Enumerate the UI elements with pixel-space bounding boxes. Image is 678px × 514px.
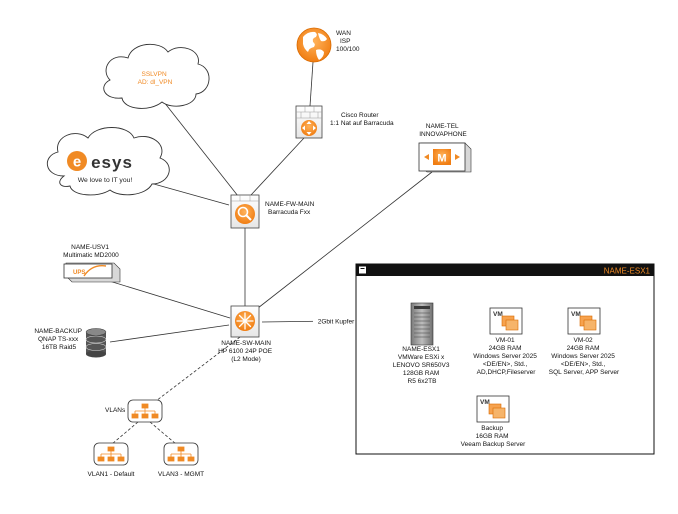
vlans-label: VLANs — [105, 407, 126, 414]
vm-badge: VM — [571, 311, 581, 318]
link-label-bg — [313, 316, 359, 326]
link-usv-switch — [105, 279, 231, 319]
sslvpn-label: SSLVPN AD: dl_VPN — [138, 71, 173, 86]
vm-01-label: VM-01 24GB RAM Windows Server 2025 <DE/E… — [473, 337, 538, 376]
ups-icon: UPS — [63, 262, 121, 283]
link-label: 2Gbit Kupfer — [318, 319, 355, 326]
esys-tagline: We love to IT you! — [78, 177, 133, 184]
router-label: Cisco Router 1:1 Nat auf Barracuda — [330, 112, 394, 127]
vm-icon: VM — [567, 307, 601, 335]
backup-label: NAME-BACKUP QNAP TS-xxx 16TB Raid5 — [34, 328, 83, 351]
firewall-label: NAME-FW-MAIN Barracuda Fxx — [265, 201, 316, 216]
link-vlans-vlan1 — [111, 421, 139, 445]
vm-02-label: VM-02 24GB RAM Windows Server 2025 <DE/E… — [549, 337, 620, 376]
svg-text:M: M — [437, 153, 446, 165]
vm-badge: VM — [493, 311, 503, 318]
ups-badge: UPS — [73, 270, 85, 276]
esx-panel-title: NAME-ESX1 — [604, 267, 651, 276]
vlans-hub-icon — [127, 399, 163, 423]
vm-icon: VM — [476, 395, 510, 423]
vm-icon: VM — [489, 307, 523, 335]
link-backup-switch — [109, 324, 230, 343]
link-tel-switch — [257, 171, 433, 309]
esx-panel-menu-icon[interactable] — [359, 266, 366, 274]
vlan1-icon — [93, 442, 129, 466]
vm-backup-label: Backup 16GB RAM Veeam Backup Server — [461, 425, 527, 448]
esys-brand: esys — [91, 153, 133, 172]
esys-brand-mark: e — [73, 154, 81, 171]
switch-label: NAME-SW-MAIN HP 6100 24P POE (L2 Mode) — [218, 340, 274, 363]
link-wan-router — [309, 61, 314, 107]
link-sslvpn-fw — [159, 96, 239, 197]
link-switch-vlans — [151, 336, 241, 405]
tel-label: NAME-TEL INNOVAPHONE — [419, 123, 467, 138]
vlan3-label: VLAN3 - MGMT — [158, 471, 204, 478]
sslvpn-cloud-icon — [103, 43, 210, 109]
vlan1-label: VLAN1 - Default — [88, 471, 135, 478]
router-icon — [295, 105, 323, 139]
wan-label: WAN ISP 100/100 — [336, 30, 360, 53]
link-router-fw — [250, 137, 305, 196]
switch-icon — [230, 305, 260, 338]
vm-badge: VM — [480, 399, 490, 406]
usv-label: NAME-USV1 Multimatic MD2000 — [63, 244, 119, 259]
wan-globe-icon — [296, 27, 332, 63]
server-tower-icon — [410, 302, 434, 346]
vlan3-icon — [163, 442, 199, 466]
pbx-icon: M — [418, 142, 472, 173]
link-vlans-vlan3 — [149, 421, 177, 445]
esx-host-label: NAME-ESX1 VMWare ESXi x LENOVO SR650V3 1… — [393, 346, 452, 385]
esys-cloud-icon: e esys We love to IT you! — [47, 127, 170, 196]
firewall-icon — [230, 194, 260, 229]
esx-panel-titlebar — [356, 264, 654, 276]
storage-icon — [85, 328, 107, 358]
